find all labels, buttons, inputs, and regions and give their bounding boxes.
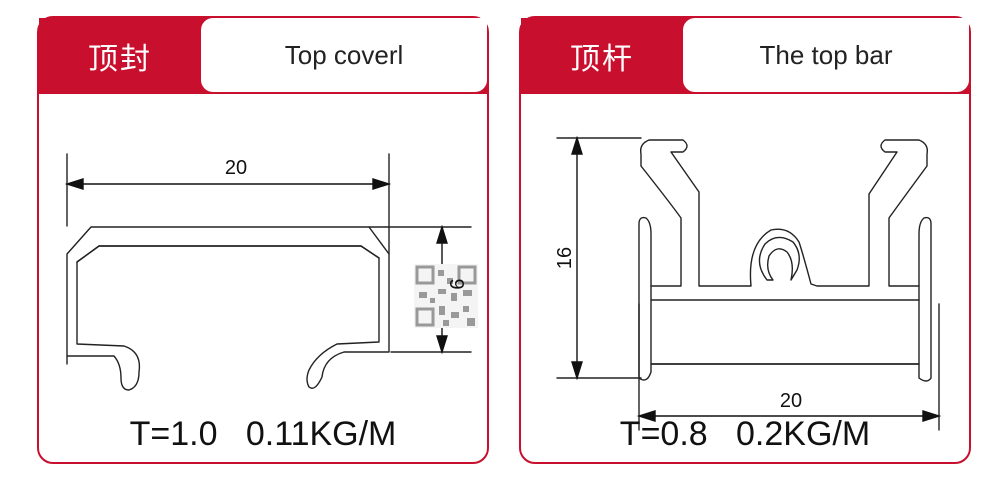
profile-inner [76,245,380,263]
height-dimension-label: 9 [445,278,467,289]
product-card-top-bar: 顶杆 The top bar 16 [519,16,971,464]
spec-line: T=1.0 0.11KG/M [129,415,397,453]
spec-line: T=0.8 0.2KG/M [619,415,871,453]
title-chinese: 顶封 [88,42,152,77]
title-english: The top bar [683,18,969,92]
width-dimension-label: 20 [780,390,802,412]
top-bar-profile-drawing: 16 20 [554,135,942,431]
profile-channel [650,299,920,365]
title-english: Top coverl [201,18,487,92]
width-dimension-label: 20 [225,157,247,179]
height-dimension-label: 16 [554,247,576,269]
profile-outer [66,226,390,391]
card-header: 顶杆 The top bar [521,18,969,94]
profile-clip [758,236,800,281]
top-cover-profile-drawing: 20 9 [64,153,478,391]
card-header: 顶封 Top coverl [39,18,487,94]
qr-code-icon [414,264,478,328]
profile-body [638,139,932,382]
title-chinese: 顶杆 [570,42,634,77]
product-card-top-cover: 顶封 Top coverl 20 [37,16,489,464]
